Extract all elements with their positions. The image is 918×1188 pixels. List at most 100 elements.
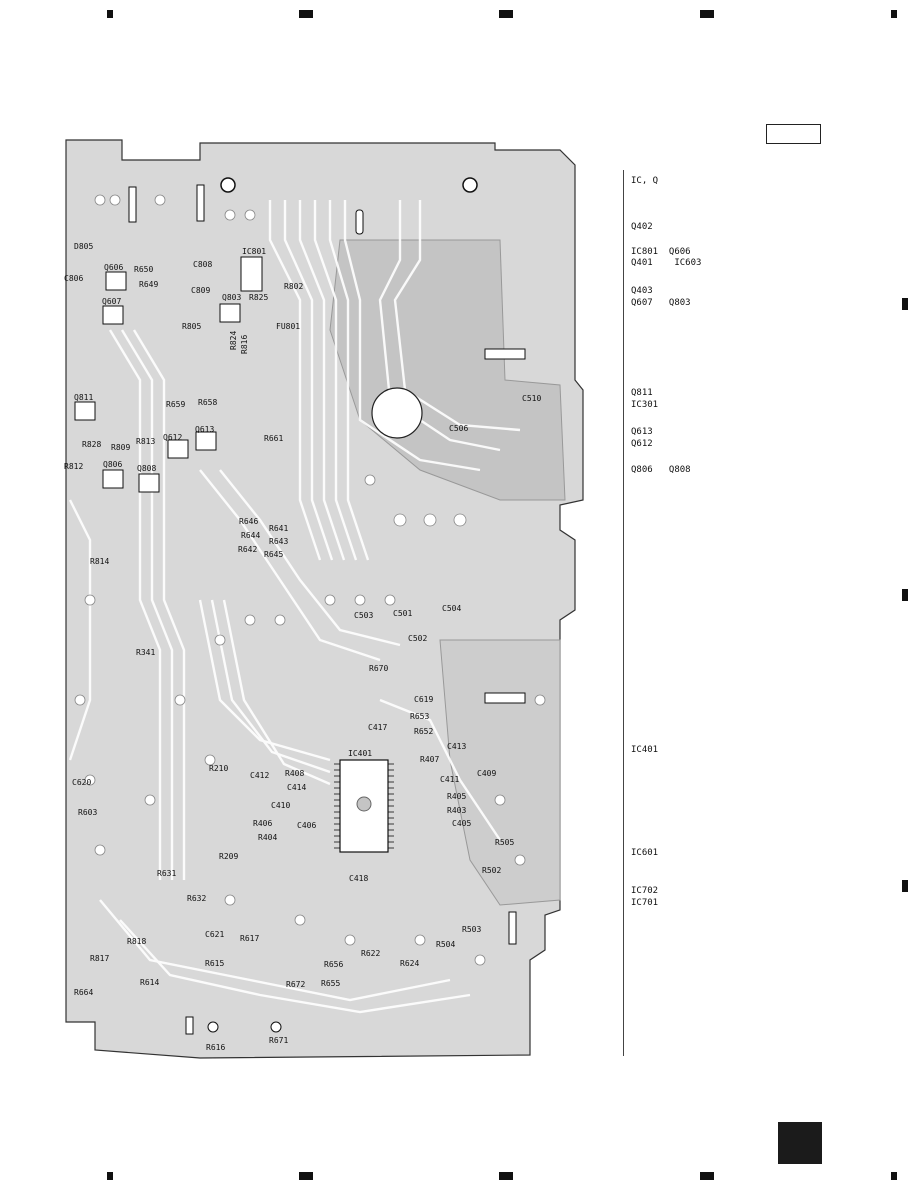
part-label: R641 xyxy=(269,524,288,533)
part-label: R661 xyxy=(264,434,283,443)
part-label: R407 xyxy=(420,755,439,764)
part-label: C412 xyxy=(250,771,269,780)
slot xyxy=(508,911,517,945)
part-label: R622 xyxy=(361,949,380,958)
part-label: R341 xyxy=(136,648,155,657)
part-label: C504 xyxy=(442,604,461,613)
edge-mark xyxy=(902,589,908,601)
part-label: C502 xyxy=(408,634,427,643)
part-label: R809 xyxy=(111,443,130,452)
part-label: R404 xyxy=(258,833,277,842)
part-label: IC801 xyxy=(242,247,266,256)
part-label: C506 xyxy=(449,424,468,433)
part-label: R408 xyxy=(285,769,304,778)
part-label: R631 xyxy=(157,869,176,878)
part-label: Q613 xyxy=(195,425,214,434)
part-label: C620 xyxy=(72,778,91,787)
part-label: R649 xyxy=(139,280,158,289)
part-label: R615 xyxy=(205,959,224,968)
legend-row: Q402 xyxy=(631,222,653,232)
part-label: Q806 xyxy=(103,460,122,469)
part-label: R614 xyxy=(140,978,159,987)
part-label: C410 xyxy=(271,801,290,810)
ic401-mark xyxy=(356,796,372,812)
part-label: Q612 xyxy=(163,433,182,442)
legend-divider xyxy=(623,170,624,1056)
hole xyxy=(270,1021,282,1033)
part-label: R671 xyxy=(269,1036,288,1045)
mounting-hole xyxy=(220,177,236,193)
part-label: R814 xyxy=(90,557,109,566)
part-label: R812 xyxy=(64,462,83,471)
part-label: R210 xyxy=(209,764,228,773)
pad-field xyxy=(74,194,546,966)
part-label: C411 xyxy=(440,775,459,784)
trace-bundle xyxy=(68,200,521,1014)
part-label: R817 xyxy=(90,954,109,963)
part-label: R403 xyxy=(447,806,466,815)
part-label: R645 xyxy=(264,550,283,559)
part-label: R670 xyxy=(369,664,388,673)
part-label: R632 xyxy=(187,894,206,903)
part-label: R672 xyxy=(286,980,305,989)
page-tab xyxy=(778,1122,822,1164)
legend-row: Q401 IC603 xyxy=(631,258,702,268)
ic401-pins xyxy=(334,763,394,849)
registration-mark xyxy=(299,10,313,18)
part-label: R209 xyxy=(219,852,238,861)
edge-mark xyxy=(902,880,908,892)
part-label: C414 xyxy=(287,783,306,792)
legend-row: Q811 xyxy=(631,388,653,398)
slot xyxy=(484,692,526,704)
legend-row: IC801 Q606 xyxy=(631,247,691,257)
part-label: R617 xyxy=(240,934,259,943)
part-label: C809 xyxy=(191,286,210,295)
legend-row: IC702 xyxy=(631,886,659,896)
part-label: R802 xyxy=(284,282,303,291)
part-label: Q607 xyxy=(102,297,121,306)
part-label: R650 xyxy=(134,265,153,274)
part-label: R653 xyxy=(410,712,429,721)
part-label: C619 xyxy=(414,695,433,704)
part-label: C418 xyxy=(349,874,368,883)
slot xyxy=(128,186,137,223)
part-label: Q808 xyxy=(137,464,156,473)
registration-mark xyxy=(499,1172,513,1180)
large-hole xyxy=(371,387,423,439)
hole xyxy=(207,1021,219,1033)
registration-mark xyxy=(700,10,714,18)
registration-mark xyxy=(499,10,513,18)
legend-row: Q607 Q803 xyxy=(631,298,691,308)
part-label: Q803 xyxy=(222,293,241,302)
slot xyxy=(185,1016,194,1035)
part-label: FU801 xyxy=(276,322,300,331)
legend-row: Q403 xyxy=(631,286,653,296)
part-label: R664 xyxy=(74,988,93,997)
part-label: R406 xyxy=(253,819,272,828)
part-label: R505 xyxy=(495,838,514,847)
part-label: R818 xyxy=(127,937,146,946)
part-label: Q606 xyxy=(104,263,123,272)
part-label: C808 xyxy=(193,260,212,269)
part-label: R828 xyxy=(82,440,101,449)
part-label: R502 xyxy=(482,866,501,875)
part-label: R624 xyxy=(400,959,419,968)
part-label: C806 xyxy=(64,274,83,283)
edge-mark xyxy=(902,298,908,310)
part-label: C621 xyxy=(205,930,224,939)
legend-row: IC701 xyxy=(631,898,659,908)
registration-mark xyxy=(700,1172,714,1180)
legend-row: IC401 xyxy=(631,745,659,755)
slot xyxy=(196,184,205,222)
part-label: R655 xyxy=(321,979,340,988)
part-label: C510 xyxy=(522,394,541,403)
registration-mark xyxy=(299,1172,313,1180)
part-label: R824 xyxy=(229,331,238,350)
part-label: R652 xyxy=(414,727,433,736)
slot xyxy=(484,348,526,360)
part-label: R646 xyxy=(239,517,258,526)
part-label: R644 xyxy=(241,531,260,540)
part-label: C417 xyxy=(368,723,387,732)
part-label: R825 xyxy=(249,293,268,302)
